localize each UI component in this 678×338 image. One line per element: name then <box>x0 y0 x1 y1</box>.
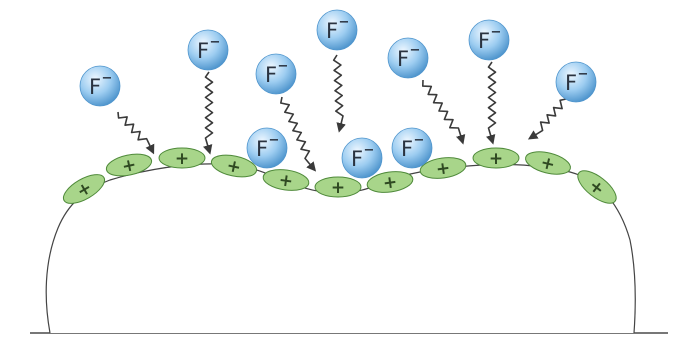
ion-symbol: F <box>265 63 277 87</box>
ion-charge: − <box>414 133 425 148</box>
positive-site: + <box>105 153 153 178</box>
ion-circle <box>316 9 358 51</box>
ion-symbol: F <box>478 29 490 53</box>
site-ellipse <box>577 170 617 204</box>
ion-circle <box>468 19 510 61</box>
fluoride-ion: F− <box>391 127 433 169</box>
adsorption-sites: + + + + + + + + + + + <box>62 147 617 204</box>
site-ellipse <box>525 151 571 175</box>
site-charge-label: + <box>489 149 503 169</box>
wavy-arrow <box>280 96 317 172</box>
ion-symbol: F <box>397 47 409 71</box>
ion-circle <box>387 37 429 79</box>
positive-site: + <box>210 154 258 179</box>
site-ellipse <box>262 169 310 191</box>
site-charge-label: + <box>277 170 294 192</box>
wavy-arrow <box>422 79 466 145</box>
site-ellipse <box>314 176 362 198</box>
positive-site: + <box>366 171 414 194</box>
positive-site: + <box>314 176 362 198</box>
site-charge-label: + <box>175 149 189 169</box>
fluoride-ion: F− <box>468 19 510 61</box>
fluoride-ion: F− <box>79 65 121 107</box>
ion-charge: − <box>491 25 502 40</box>
positive-site: + <box>62 174 106 204</box>
ion-charge: − <box>410 43 421 58</box>
wavy-arrow <box>117 111 155 155</box>
fluoride-ions: F−F−F−F−F−F−F−F−F−F− <box>79 9 597 179</box>
site-charge-label: + <box>331 178 345 198</box>
wavy-arrow <box>527 98 567 140</box>
ion-symbol: F <box>565 71 577 95</box>
ion-circle <box>255 53 297 95</box>
positive-site: + <box>262 169 310 192</box>
site-ellipse <box>105 153 153 177</box>
ion-circle <box>341 137 383 179</box>
wavy-arrow <box>332 54 346 133</box>
wavy-arrow <box>203 71 214 155</box>
ion-symbol: F <box>351 147 363 171</box>
ion-circle <box>79 65 121 107</box>
fluoride-ion: F− <box>316 9 358 51</box>
ion-circle <box>187 29 229 71</box>
fluoride-ion: F− <box>187 29 229 71</box>
positive-site: + <box>158 147 206 169</box>
ion-symbol: F <box>89 75 101 99</box>
site-ellipse <box>62 174 106 204</box>
ion-symbol: F <box>197 39 209 63</box>
ion-charge: − <box>364 143 375 158</box>
site-ellipse <box>366 171 414 193</box>
fluoride-ion: F− <box>246 127 288 169</box>
site-ellipse <box>472 147 520 169</box>
ion-charge: − <box>578 67 589 82</box>
fluoride-ion: F− <box>555 61 597 103</box>
positive-site: + <box>472 147 520 169</box>
adsorption-arrows <box>117 54 567 172</box>
fluoride-ion: F− <box>341 137 383 179</box>
ion-circle <box>391 127 433 169</box>
site-charge-label: + <box>435 158 452 180</box>
site-charge-label: + <box>382 172 399 194</box>
site-charge-label: + <box>120 155 138 178</box>
ion-charge: − <box>102 71 113 86</box>
ion-charge: − <box>278 59 289 74</box>
ion-symbol: F <box>326 19 338 43</box>
ion-circle <box>246 127 288 169</box>
fluoride-ion: F− <box>255 53 297 95</box>
site-charge-label: + <box>225 156 243 179</box>
positive-site: + <box>419 157 467 180</box>
fluoride-ion: F− <box>387 37 429 79</box>
site-ellipse <box>158 147 206 169</box>
positive-site: + <box>577 170 617 204</box>
site-ellipse <box>210 154 258 178</box>
ion-symbol: F <box>401 137 413 161</box>
ion-charge: − <box>339 15 350 30</box>
site-ellipse <box>419 157 467 179</box>
site-charge-label: + <box>538 153 557 176</box>
ion-charge: − <box>210 35 221 50</box>
positive-site: + <box>525 151 571 176</box>
ion-symbol: F <box>256 137 268 161</box>
wavy-arrow <box>486 61 497 145</box>
ion-circle <box>555 61 597 103</box>
ion-charge: − <box>269 133 280 148</box>
